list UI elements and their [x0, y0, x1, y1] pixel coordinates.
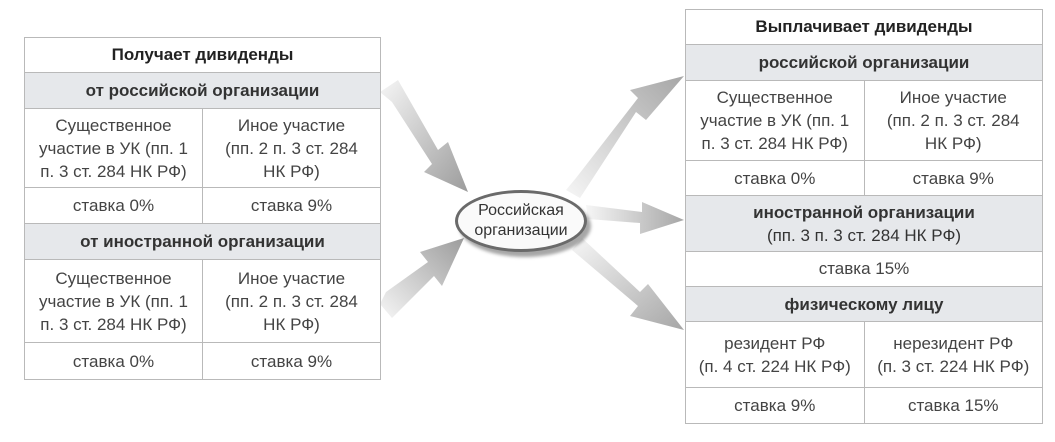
from-foreign-header: от иностранной организации [25, 224, 380, 260]
to-individual-header: физическому лицу [686, 287, 1042, 322]
from-russian-other: Иное участие (пп. 2 п. 3 ст. 284 НК РФ) [202, 109, 380, 187]
pays-title: Выплачивает дивиденды [686, 10, 1042, 45]
receives-title: Получает дивиденды [25, 38, 380, 73]
to-foreign-header-block: иностранной организации (пп. 3 п. 3 ст. … [686, 196, 1042, 252]
to-nonresident-rate: ставка 15% [863, 388, 1043, 423]
from-russian-rate-0: ставка 0% [72, 196, 155, 215]
to-russian-rate-0: ставка 0% [734, 168, 816, 188]
arrow-in-bottom [380, 238, 464, 318]
from-russian-substantial: Существенное участие в УК (пп. 1 п. 3 ст… [39, 115, 188, 181]
receives-dividends-table: Получает дивиденды от российской организ… [24, 37, 381, 380]
arrow-out-middle [586, 202, 684, 234]
arrow-in-top [380, 80, 468, 192]
center-line-2: организации [474, 222, 568, 239]
to-resident: резидент РФ (п. 4 ст. 224 НК РФ) [698, 333, 851, 376]
to-russian-substantial: Существенное участие в УК (пп. 1 п. 3 ст… [700, 88, 850, 153]
to-russian-rate-9: ставка 9% [863, 161, 1043, 195]
from-foreign-other: Иное участие (пп. 2 п. 3 ст. 284 НК РФ) [202, 260, 380, 342]
arrow-out-top [566, 76, 684, 198]
pays-dividends-table: Выплачивает дивиденды российской организ… [685, 9, 1043, 424]
to-foreign-subheader: (пп. 3 п. 3 ст. 284 НК РФ) [766, 225, 962, 245]
to-foreign-rate: ставка 15% [686, 252, 1042, 287]
to-nonresident: нерезидент РФ (п. 3 ст. 224 НК РФ) [863, 322, 1043, 387]
from-foreign-rate-9: ставка 9% [202, 343, 380, 379]
center-line-1: Российская [478, 202, 564, 219]
to-russian-header: российской организации [686, 45, 1042, 81]
from-foreign-rate-0: ставка 0% [72, 351, 155, 371]
to-russian-other: Иное участие (пп. 2 п. 3 ст. 284 НК РФ) [863, 81, 1043, 160]
arrow-out-bottom [572, 238, 684, 330]
russian-organization-node: Российская организации [455, 190, 587, 252]
to-foreign-header: иностранной организации [753, 202, 975, 222]
from-russian-header: от российской организации [25, 73, 380, 109]
from-russian-rate-9: ставка 9% [202, 188, 380, 223]
from-foreign-substantial: Существенное участие в УК (пп. 1 п. 3 ст… [39, 268, 188, 334]
to-resident-rate: ставка 9% [734, 396, 816, 415]
